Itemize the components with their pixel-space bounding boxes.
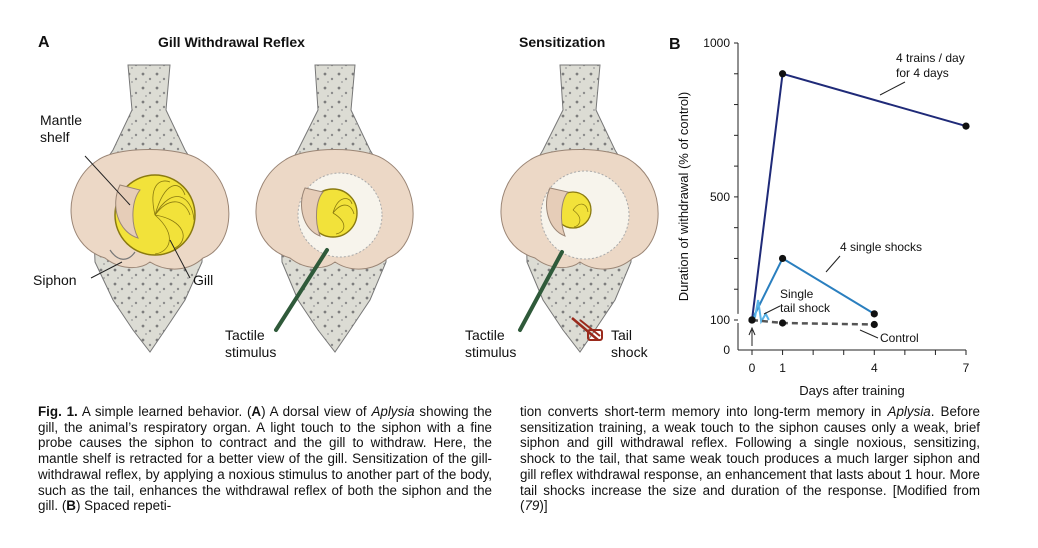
y-tick-label: 0 [723, 343, 730, 357]
tactile-stimulus-label-2: Tactile stimulus [465, 327, 517, 360]
annotation-leader [763, 305, 781, 315]
caption-text: A simple learned behavior. ( [77, 404, 252, 419]
caption-italic: Aplysia [887, 404, 931, 419]
series-line-3 [751, 318, 875, 326]
caption-text: tion converts short-term memory into lon… [520, 404, 888, 419]
caption-text: showing the gill, the animal’s respirato… [38, 404, 492, 514]
annotation-tail-shock: tail shock [780, 301, 831, 315]
x-tick-label: 0 [749, 361, 756, 375]
mantle-shelf-1 [115, 184, 141, 239]
aplysia-drawing-3 [500, 64, 659, 353]
tail-shock-label: Tail shock [611, 327, 648, 360]
x-tick-label: 1 [779, 361, 786, 375]
sensitization-heading: Sensitization [519, 34, 606, 50]
caption-column-2: tion converts short-term memory into lon… [520, 404, 980, 514]
data-point [748, 316, 756, 324]
y-tick-label: 100 [710, 313, 730, 327]
annotation-single: Single [780, 287, 814, 301]
tactile-probe-1 [274, 248, 329, 332]
caption-column-1: Fig. 1. A simple learned behavior. (A) A… [38, 404, 492, 514]
annotation-control: Control [880, 331, 919, 345]
chart-series [748, 70, 970, 329]
y-axis-title: Duration of withdrawal (% of control) [676, 92, 691, 302]
siphon-label: Siphon [33, 272, 77, 288]
panel-a-letter: A [38, 34, 50, 51]
caption-italic: Aplysia [371, 404, 415, 419]
series-line-0 [751, 72, 967, 321]
caption-text: ) A dorsal view of [261, 404, 372, 419]
x-axis-title: Days after training [799, 383, 905, 398]
series-line-2 [751, 299, 770, 325]
annotation-4-days: for 4 days [896, 66, 949, 80]
x-tick-label: 7 [963, 361, 970, 375]
caption-ref-a: A [251, 404, 262, 419]
mantle-shelf-label: Mantle shelf [40, 112, 83, 145]
annotation-leader [825, 255, 841, 273]
aplysia-drawing-2 [255, 64, 414, 353]
caption-text: . Before sensitization training, a weak … [520, 404, 980, 514]
tactile-probe-2 [518, 250, 564, 332]
y-tick-label: 500 [710, 190, 730, 204]
data-point [778, 70, 787, 78]
training-arrowhead [748, 326, 756, 336]
data-point [962, 122, 970, 130]
data-point [778, 254, 787, 263]
caption-text: ) Spaced repeti- [75, 498, 172, 514]
panel-b-letter: B [669, 36, 681, 53]
aplysia-drawing-1 [70, 64, 230, 353]
annotation-4-single-shocks: 4 single shocks [840, 240, 922, 254]
data-point [870, 320, 878, 329]
siphon-1 [109, 249, 136, 260]
annotation-4-trains: 4 trains / day [896, 51, 965, 65]
data-point [870, 310, 878, 318]
tactile-stimulus-label-1: Tactile stimulus [225, 327, 277, 360]
y-tick-label: 1000 [703, 36, 730, 50]
caption-text: )] [539, 498, 548, 514]
gill-label: Gill [193, 272, 214, 288]
x-tick-label: 4 [871, 361, 878, 375]
fig-label: Fig. 1. [38, 404, 78, 419]
annotation-leader [879, 81, 906, 96]
caption-reference: 79 [524, 498, 540, 514]
tail-shock-electrode [571, 317, 603, 341]
gill-withdrawal-heading: Gill Withdrawal Reflex [158, 34, 305, 50]
annotation-leader [859, 329, 879, 339]
caption-ref-b: B [66, 498, 76, 514]
data-point [778, 319, 787, 327]
